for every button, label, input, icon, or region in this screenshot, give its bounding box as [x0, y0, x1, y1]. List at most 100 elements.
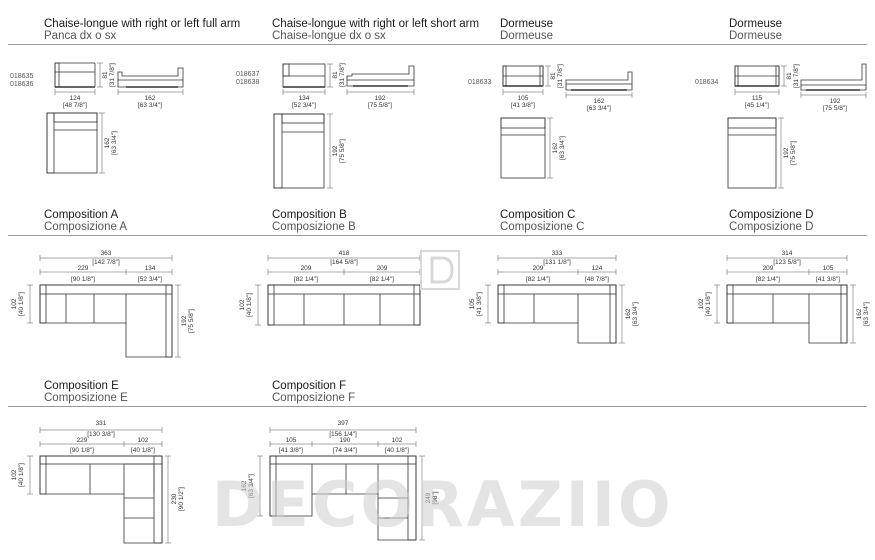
dim-label: 162 — [625, 308, 632, 319]
dim-label: 363 — [101, 250, 112, 257]
dim-label: [63 3/4"] — [632, 302, 639, 326]
dim-label: [48 7/8"] — [585, 276, 609, 283]
dim-label: [40 1/8"] — [18, 292, 25, 316]
dim-label: 331 — [96, 420, 107, 427]
title-chaise-short: Chaise-longue with right or left short a… — [272, 18, 480, 42]
dim-label: 418 — [339, 250, 350, 257]
dim-label: [63 3/4"] — [559, 136, 566, 160]
dim-label: [75 5/8"] — [188, 309, 195, 333]
dim-label: [130 3/8"] — [87, 431, 115, 438]
dim-label: 162 — [145, 95, 156, 102]
dim-label: [142 7/8"] — [92, 259, 120, 266]
dim-label: 81 — [786, 72, 793, 80]
dim-label: [41 3/8"] — [476, 292, 483, 316]
dim-label: 115 — [752, 95, 763, 102]
dim-label: 162 — [241, 480, 248, 491]
dim-label: 102 — [138, 437, 149, 444]
dim-label: [90 1/2"] — [178, 487, 185, 511]
dim-label: [156 1/4"] — [329, 431, 357, 438]
dim-label: [82 1/4"] — [294, 276, 318, 283]
section-rule — [692, 44, 867, 45]
section-rule — [8, 406, 867, 407]
dim-label: 134 — [145, 265, 156, 272]
dim-label: [74 3/4"] — [333, 447, 357, 454]
composition-b-plan — [267, 284, 421, 326]
dim-label: [31 7/8"] — [557, 64, 564, 88]
dim-label: [40 1/8"] — [246, 293, 253, 317]
dim-label: 249 — [425, 492, 432, 503]
dim-label: 209 — [377, 265, 388, 272]
dim-label: 134 — [299, 95, 310, 102]
dormeuse-1-plan-view — [500, 117, 546, 179]
dim-label: 229 — [77, 437, 88, 444]
dim-label: 192 — [830, 98, 841, 105]
section-rule — [8, 44, 268, 45]
dim-label: 162 — [594, 98, 605, 105]
dim-label: 192 — [332, 145, 339, 156]
dim-label: [164 5/8"] — [330, 259, 358, 266]
dim-label: [82 1/4"] — [756, 276, 780, 283]
product-code: 018633 — [468, 79, 492, 86]
dim-label: 333 — [552, 250, 563, 257]
dim-label: 81 — [102, 71, 109, 79]
dim-label: [82 1/4"] — [526, 276, 550, 283]
composition-d-plan — [726, 284, 848, 344]
dim-label: [123 5/8"] — [773, 259, 801, 266]
dim-label: 105 — [286, 437, 297, 444]
dim-label: [131 1/8"] — [543, 259, 571, 266]
dim-label: [48 7/8"] — [63, 102, 87, 109]
chaise-short-plan-view — [273, 113, 325, 189]
dim-label: 124 — [70, 95, 81, 102]
dim-label: 397 — [338, 420, 349, 427]
dim-label: 229 — [78, 265, 89, 272]
dormeuse-2-side-view — [800, 63, 867, 91]
dim-label: 124 — [592, 265, 603, 272]
dim-label: [63 3/4"] — [111, 131, 118, 155]
dim-label: [41 3/8"] — [279, 447, 303, 454]
dim-label: 314 — [782, 250, 793, 257]
dim-label: 162 — [552, 142, 559, 153]
dormeuse-2-front-view — [734, 65, 780, 87]
composition-e-plan — [39, 455, 163, 544]
dim-label: [52 3/4"] — [292, 102, 316, 109]
dim-label: 105 — [518, 95, 529, 102]
dim-label: 190 — [340, 437, 351, 444]
dim-label: [41 3/8"] — [816, 276, 840, 283]
dim-label: [63 3/4"] — [863, 302, 870, 326]
dim-label: [98"] — [432, 491, 439, 504]
dim-label: 209 — [533, 265, 544, 272]
dim-label: [31 7/8"] — [109, 63, 116, 87]
composition-f-plan — [269, 455, 417, 541]
chaise-short-side-view — [346, 65, 415, 87]
dim-label: 192 — [375, 95, 386, 102]
dim-label: [90 1/8"] — [70, 447, 94, 454]
chaise-short-front-view — [282, 63, 326, 88]
dim-label: 162 — [104, 137, 111, 148]
dim-label: [40 1/8"] — [385, 447, 409, 454]
dim-label: [75 5/8"] — [790, 141, 797, 165]
dim-label: [63 3/4"] — [587, 105, 611, 112]
dim-label: 81 — [550, 72, 557, 80]
section-rule — [464, 44, 724, 45]
dim-label: 81 — [332, 71, 339, 79]
dim-label: 102 — [11, 469, 18, 480]
dim-label: 209 — [301, 265, 312, 272]
dim-label: [40 1/8"] — [705, 292, 712, 316]
dim-label: 105 — [469, 298, 476, 309]
dim-label: 105 — [823, 265, 834, 272]
dormeuse-1-side-view — [565, 71, 633, 91]
dim-label: 209 — [763, 265, 774, 272]
composition-c-plan — [497, 284, 617, 344]
dim-label: [75 5/8"] — [368, 102, 392, 109]
section-rule — [236, 44, 496, 45]
dim-label: [63 3/4"] — [138, 102, 162, 109]
dim-label: 102 — [698, 298, 705, 309]
dim-label: 102 — [11, 298, 18, 309]
